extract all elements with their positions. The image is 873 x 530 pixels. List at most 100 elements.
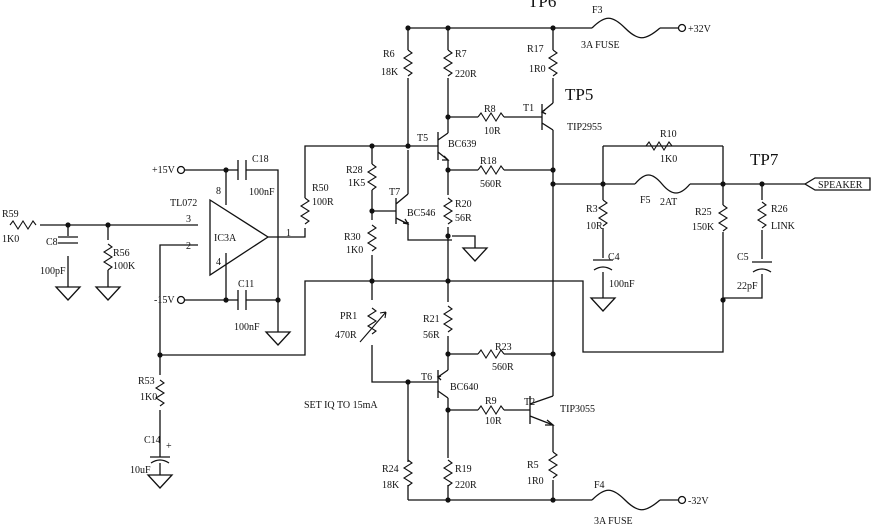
r56-ref: R56 bbox=[113, 248, 130, 259]
r5-ref: R5 bbox=[527, 460, 539, 471]
t5-type: BC639 bbox=[448, 139, 476, 150]
r24-value: 18K bbox=[382, 480, 400, 491]
r17-value: 1R0 bbox=[529, 64, 546, 75]
r53-value: 1K0 bbox=[140, 392, 157, 403]
speaker-connector bbox=[803, 177, 871, 191]
r23-ref: R23 bbox=[495, 342, 512, 353]
tp7-label: TP7 bbox=[750, 150, 779, 169]
wires bbox=[40, 27, 805, 501]
transistor-symbols bbox=[395, 102, 555, 426]
r8-value: 10R bbox=[484, 126, 501, 137]
vee-label: -15V bbox=[154, 295, 175, 306]
r3-value: 10R bbox=[586, 221, 603, 232]
r18-value: 560R bbox=[480, 179, 502, 190]
c4-value: 100nF bbox=[609, 279, 635, 290]
opamp-pin-vcc: 8 bbox=[216, 186, 221, 197]
r3-ref: R3 bbox=[586, 204, 598, 215]
opamp-symbol bbox=[209, 198, 270, 277]
c14-polarity: + bbox=[166, 441, 172, 452]
f4-ref: F4 bbox=[594, 480, 605, 491]
f3-value: 3A FUSE bbox=[581, 40, 620, 51]
c5-ref: C5 bbox=[737, 252, 749, 263]
t2-ref: T2 bbox=[524, 397, 535, 408]
r28-value: 1K5 bbox=[348, 178, 365, 189]
r50-ref: R50 bbox=[312, 183, 329, 194]
c11-ref: C11 bbox=[238, 279, 254, 290]
r59-value: 1K0 bbox=[2, 234, 19, 245]
f5-ref: F5 bbox=[640, 195, 651, 206]
fuse-symbols bbox=[591, 17, 691, 511]
set-iq-note: SET IQ TO 15mA bbox=[304, 400, 378, 411]
r20-value: 56R bbox=[455, 213, 472, 224]
tp6-label: TP6 bbox=[528, 0, 556, 11]
r18-ref: R18 bbox=[480, 156, 497, 167]
t2-type: TIP3055 bbox=[560, 404, 595, 415]
pr1-ref: PR1 bbox=[340, 311, 357, 322]
t1-ref: T1 bbox=[523, 103, 534, 114]
r21-value: 56R bbox=[423, 330, 440, 341]
opamp-pin-vee: 4 bbox=[216, 257, 221, 268]
vcc-label: +15V bbox=[152, 165, 176, 176]
r5-value: 1R0 bbox=[527, 476, 544, 487]
t6-type: BC640 bbox=[450, 382, 478, 393]
r7-value: 220R bbox=[455, 69, 477, 80]
r56-value: 100K bbox=[113, 261, 136, 272]
opamp-pin-out: 1 bbox=[286, 228, 291, 239]
r19-ref: R19 bbox=[455, 464, 472, 475]
c14-value: 10uF bbox=[130, 465, 151, 476]
r26-ref: R26 bbox=[771, 204, 788, 215]
c5-value: 22pF bbox=[737, 281, 758, 292]
t6-ref: T6 bbox=[421, 372, 432, 383]
r6-value: 18K bbox=[381, 67, 399, 78]
r25-value: 150K bbox=[692, 222, 715, 233]
r7-ref: R7 bbox=[455, 49, 467, 60]
c8-ref: C8 bbox=[46, 237, 58, 248]
capacitor-symbols bbox=[58, 160, 772, 475]
c11-value: 100nF bbox=[234, 322, 260, 333]
t1-type: TIP2955 bbox=[567, 122, 602, 133]
neg-rail-label: -32V bbox=[688, 496, 709, 507]
r24-ref: R24 bbox=[382, 464, 399, 475]
r6-ref: R6 bbox=[383, 49, 395, 60]
tp5-label: TP5 bbox=[565, 85, 593, 104]
r23-value: 560R bbox=[492, 362, 514, 373]
r25-ref: R25 bbox=[695, 207, 712, 218]
r20-ref: R20 bbox=[455, 199, 472, 210]
r10-value: 1K0 bbox=[660, 154, 677, 165]
speaker-label: SPEAKER bbox=[818, 180, 863, 191]
r10-ref: R10 bbox=[660, 129, 677, 140]
r26-value: LINK bbox=[771, 221, 796, 232]
r28-ref: R28 bbox=[346, 165, 363, 176]
t5-ref: T5 bbox=[417, 133, 428, 144]
c4-ref: C4 bbox=[608, 252, 620, 263]
r30-value: 1K0 bbox=[346, 245, 363, 256]
f3-ref: F3 bbox=[592, 5, 603, 16]
r59-ref: R59 bbox=[2, 209, 19, 220]
resistor-symbols bbox=[9, 49, 767, 487]
opamp-pin-minus: 2 bbox=[186, 241, 191, 252]
r50-value: 100R bbox=[312, 197, 334, 208]
opamp-type: TL072 bbox=[170, 198, 197, 209]
r9-value: 10R bbox=[485, 416, 502, 427]
c14-ref: C14 bbox=[144, 435, 161, 446]
f5-value: 2AT bbox=[660, 197, 677, 208]
c18-ref: C18 bbox=[252, 154, 269, 165]
c18-value: 100nF bbox=[249, 187, 275, 198]
junctions bbox=[65, 25, 765, 503]
r8-ref: R8 bbox=[484, 104, 496, 115]
r17-ref: R17 bbox=[527, 44, 544, 55]
opamp-pin-plus: 3 bbox=[186, 214, 191, 225]
r9-ref: R9 bbox=[485, 396, 497, 407]
t7-ref: T7 bbox=[389, 187, 400, 198]
pr1-value: 470R bbox=[335, 330, 357, 341]
c8-value: 100pF bbox=[40, 266, 66, 277]
f4-value: 3A FUSE bbox=[594, 516, 633, 527]
ground-symbols bbox=[54, 247, 617, 489]
opamp-ref: IC3A bbox=[214, 233, 237, 244]
pos-rail-label: +32V bbox=[688, 24, 712, 35]
r21-ref: R21 bbox=[423, 314, 440, 325]
t7-type: BC546 bbox=[407, 208, 435, 219]
terminals bbox=[176, 23, 871, 505]
